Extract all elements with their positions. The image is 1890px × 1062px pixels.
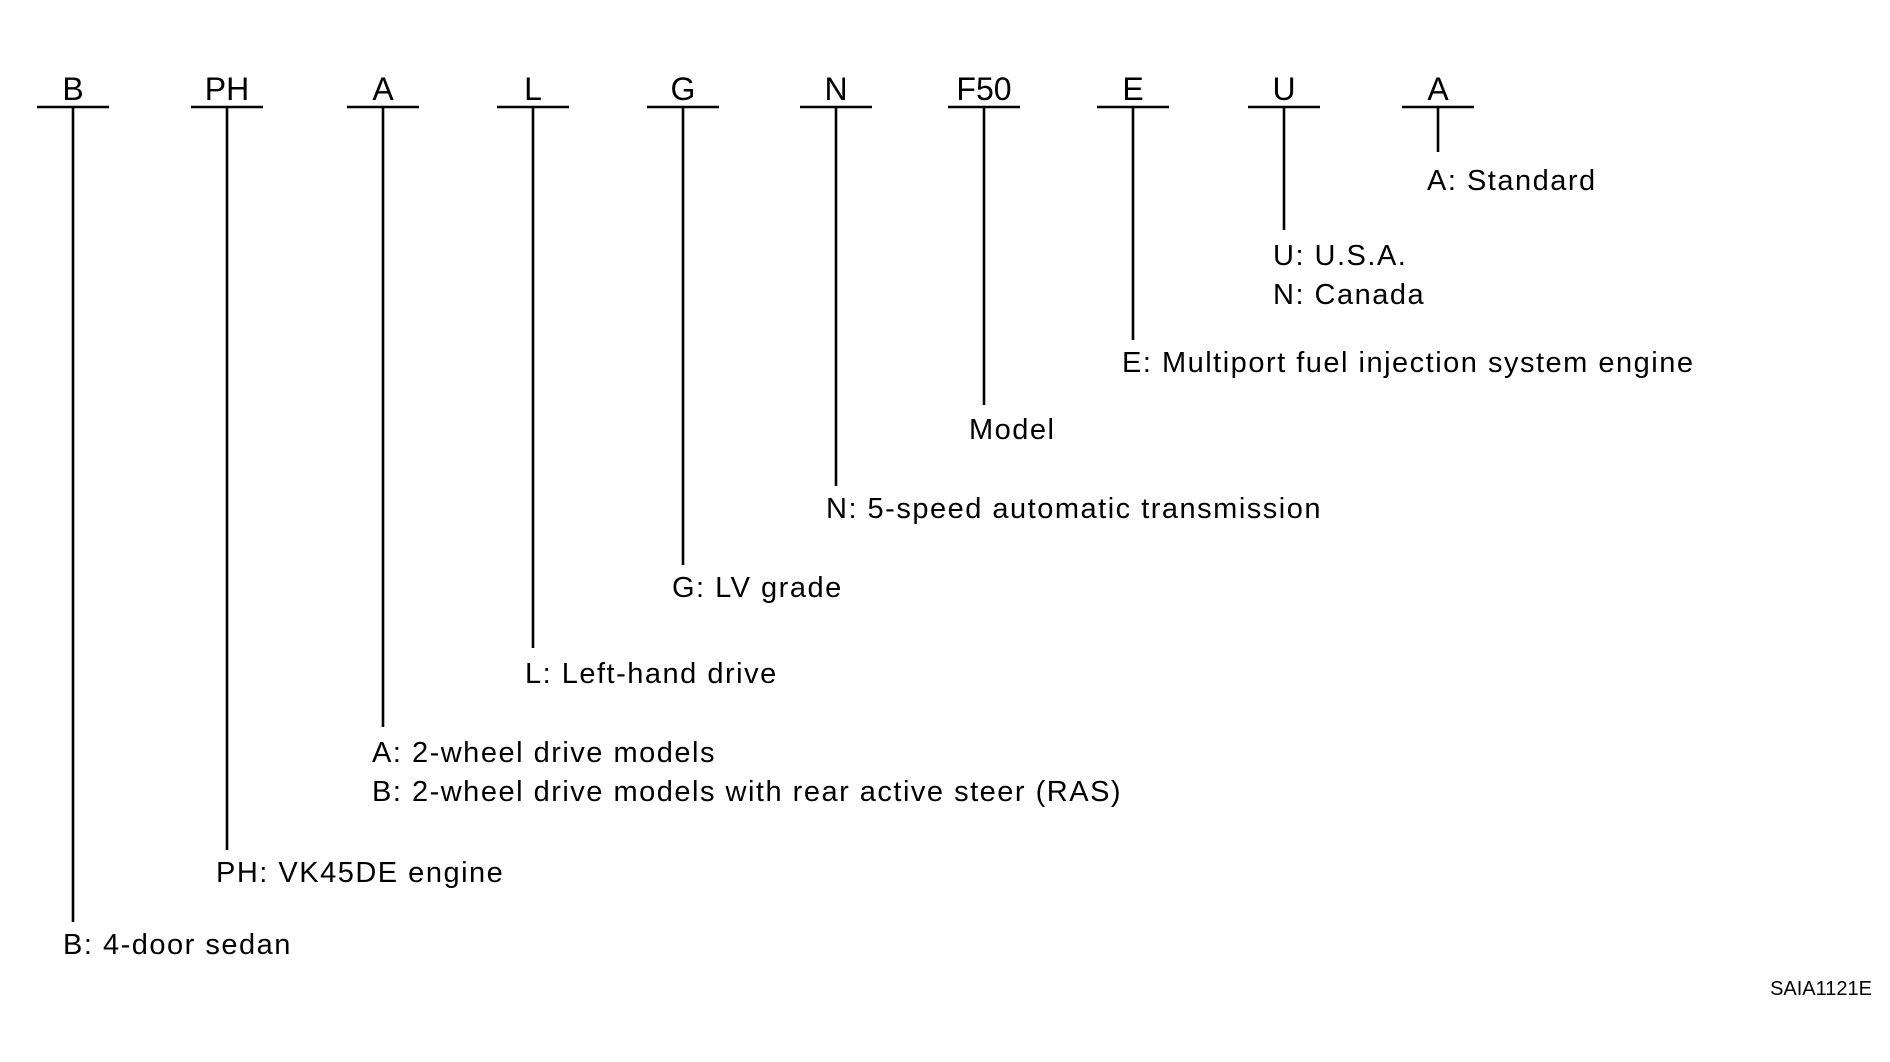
- description-model: Model: [969, 414, 1056, 446]
- segment-model: F50 Model: [948, 71, 1056, 446]
- description-transmission: N: 5-speed automatic transmission: [826, 493, 1322, 525]
- code-letter-fuel-system: E: [1122, 71, 1143, 107]
- figure-id: SAIA1121E: [1770, 978, 1872, 1000]
- description-market-2: N: Canada: [1273, 279, 1425, 311]
- segment-grade: G G: LV grade: [647, 71, 843, 604]
- description-specification: A: Standard: [1427, 165, 1597, 197]
- segment-engine: PH PH: VK45DE engine: [191, 71, 504, 889]
- description-fuel-system: E: Multiport fuel injection system engin…: [1122, 347, 1694, 379]
- code-letter-engine: PH: [205, 71, 249, 107]
- code-letter-grade: G: [671, 71, 696, 107]
- code-letter-specification: A: [1427, 71, 1449, 107]
- code-letter-steering: L: [524, 71, 542, 107]
- description-grade: G: LV grade: [672, 572, 843, 604]
- code-letter-market: U: [1272, 71, 1295, 107]
- description-steering: L: Left-hand drive: [525, 658, 778, 690]
- code-letter-transmission: N: [824, 71, 847, 107]
- segment-transmission: N N: 5-speed automatic transmission: [800, 71, 1322, 525]
- segment-body-type: B B: 4-door sedan: [37, 71, 292, 961]
- description-market-1: U: U.S.A.: [1273, 240, 1407, 272]
- description-drive-1: A: 2-wheel drive models: [372, 737, 716, 769]
- description-drive-2: B: 2-wheel drive models with rear active…: [372, 776, 1122, 808]
- description-body-type: B: 4-door sedan: [63, 929, 292, 961]
- code-letter-model: F50: [956, 71, 1011, 107]
- code-letter-body-type: B: [62, 71, 83, 107]
- segment-drive: A A: 2-wheel drive models B: 2-wheel dri…: [347, 71, 1122, 808]
- segment-fuel-system: E E: Multiport fuel injection system eng…: [1097, 71, 1694, 379]
- segment-steering: L L: Left-hand drive: [497, 71, 778, 690]
- description-engine: PH: VK45DE engine: [216, 857, 504, 889]
- segment-market: U U: U.S.A. N: Canada: [1248, 71, 1425, 311]
- segment-specification: A A: Standard: [1402, 71, 1597, 197]
- code-letter-drive: A: [372, 71, 394, 107]
